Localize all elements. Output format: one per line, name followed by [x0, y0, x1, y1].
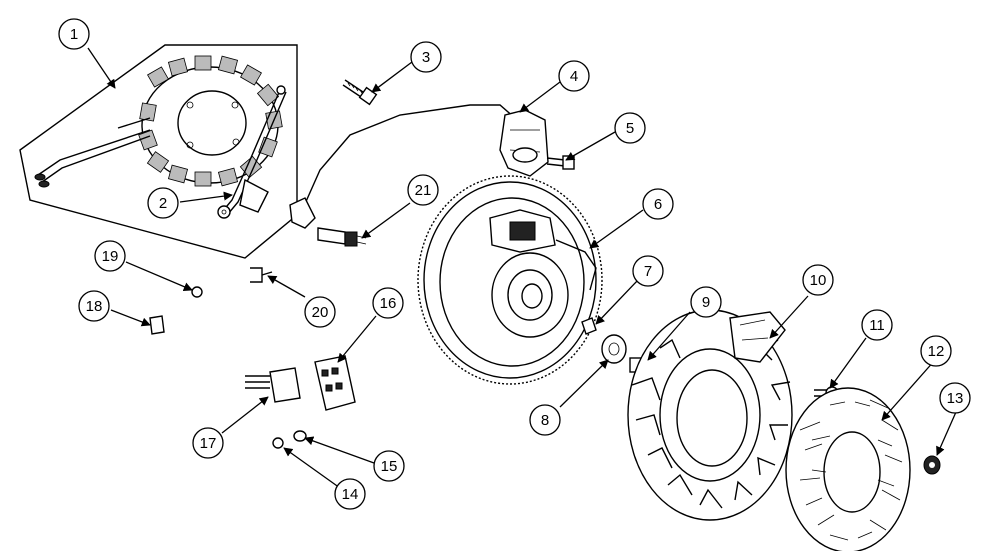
callout-11: 11 [861, 309, 893, 341]
svg-text:12: 12 [928, 343, 945, 360]
callout-2: 2 [147, 187, 179, 219]
svg-text:21: 21 [415, 182, 432, 199]
svg-text:19: 19 [102, 248, 119, 265]
svg-text:18: 18 [86, 298, 103, 315]
svg-text:9: 9 [702, 294, 710, 311]
callout-8: 8 [529, 404, 561, 436]
callout-9: 9 [690, 286, 722, 318]
callout-16: 16 [372, 287, 404, 319]
cooling-fan [627, 309, 793, 521]
callout-17: 17 [192, 427, 224, 459]
callout-19: 19 [94, 240, 126, 272]
nut-19 [191, 286, 203, 298]
callout-20: 20 [304, 296, 336, 328]
callout-21: 21 [407, 174, 439, 206]
bolt-3 [342, 79, 378, 106]
nut-13 [923, 455, 941, 475]
clip-18 [149, 315, 165, 335]
svg-text:15: 15 [381, 458, 398, 475]
washer [601, 334, 627, 364]
ignition-module [289, 104, 549, 229]
voltage-regulator [314, 355, 356, 411]
svg-text:7: 7 [644, 263, 652, 280]
ground-strap [217, 85, 287, 219]
svg-text:3: 3 [422, 49, 430, 66]
callout-circles: 1 2 3 4 5 6 7 8 9 10 11 12 13 14 15 16 1… [58, 18, 971, 510]
callout-6: 6 [642, 188, 674, 220]
stator [34, 55, 283, 188]
svg-text:4: 4 [570, 68, 578, 85]
svg-text:14: 14 [342, 486, 359, 503]
svg-text:6: 6 [654, 196, 662, 213]
callout-12: 12 [920, 335, 952, 367]
callout-18: 18 [78, 290, 110, 322]
clip-20 [250, 267, 273, 283]
callout-1: 1 [58, 18, 90, 50]
svg-text:10: 10 [810, 272, 827, 289]
svg-text:11: 11 [869, 317, 885, 334]
callout-13: 13 [939, 382, 971, 414]
svg-text:8: 8 [541, 412, 549, 429]
callout-5: 5 [614, 112, 646, 144]
svg-text:13: 13 [947, 390, 964, 407]
svg-text:1: 1 [70, 26, 78, 43]
rotating-screen [785, 387, 911, 551]
callout-4: 4 [558, 60, 590, 92]
callout-3: 3 [410, 41, 442, 73]
svg-text:20: 20 [312, 304, 329, 321]
washer-15 [293, 430, 307, 442]
callout-7: 7 [632, 255, 664, 287]
leader-lines [87, 47, 957, 489]
svg-text:5: 5 [626, 120, 634, 137]
callout-14: 14 [334, 478, 366, 510]
callout-15: 15 [373, 450, 405, 482]
callout-10: 10 [802, 264, 834, 296]
svg-text:2: 2 [159, 195, 167, 212]
screw-14 [272, 437, 284, 449]
svg-text:16: 16 [380, 295, 397, 312]
woodruff-key [581, 317, 597, 335]
wire-connector [245, 367, 301, 403]
svg-text:17: 17 [200, 435, 217, 452]
spark-plug [317, 227, 367, 247]
flywheel [417, 175, 603, 385]
